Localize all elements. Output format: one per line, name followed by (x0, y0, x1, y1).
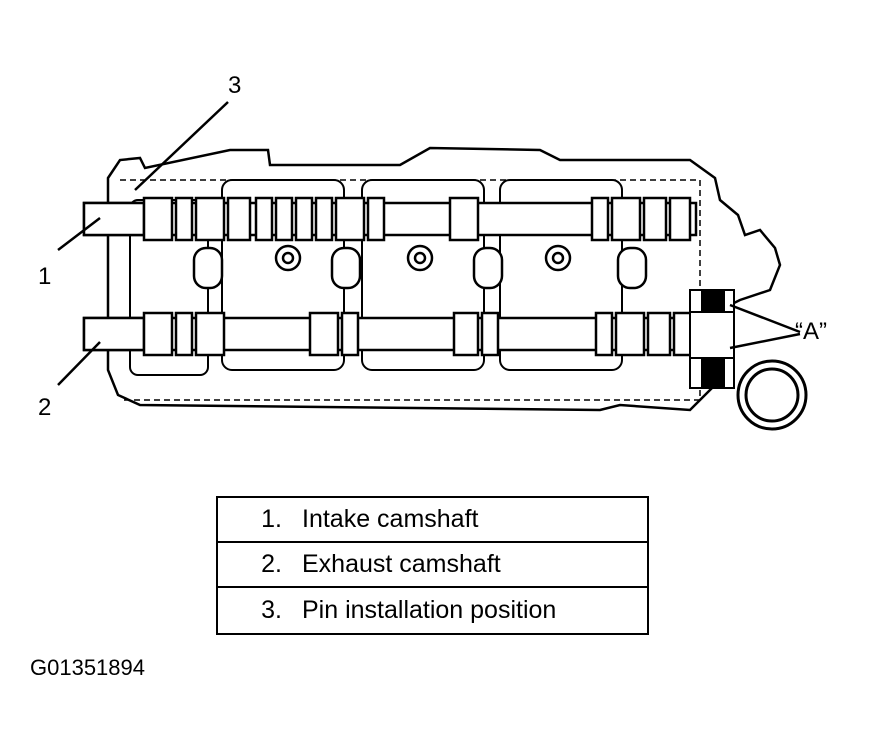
spark-plug-holes (274, 244, 572, 272)
valve-lifters (192, 246, 648, 290)
callout-a: “A” (795, 318, 827, 345)
legend-label: Exhaust camshaft (302, 550, 501, 578)
exhaust-camshaft (82, 311, 698, 357)
cylinder-head-outline (106, 146, 782, 412)
legend-row: 3. Pin installation position (218, 588, 647, 633)
legend-table: 1. Intake camshaft 2. Exhaust camshaft 3… (216, 496, 649, 635)
intake-camshaft (82, 196, 698, 242)
legend-number: 3. (261, 596, 282, 624)
callout-1: 1 (38, 263, 52, 290)
callout-2: 2 (38, 394, 52, 421)
cylinder-head-diagram: 3 1 2 “A” (38, 72, 827, 431)
camshaft-sprocket (736, 359, 808, 431)
legend-label: Pin installation position (302, 596, 557, 624)
legend-row: 1. Intake camshaft (218, 498, 647, 543)
legend-number: 1. (261, 505, 282, 533)
legend-row: 2. Exhaust camshaft (218, 543, 647, 588)
callout-3: 3 (228, 72, 242, 99)
camshaft-illustration (57, 101, 808, 431)
legend-number: 2. (261, 550, 282, 578)
legend-label: Intake camshaft (302, 505, 479, 533)
figure-id: G01351894 (30, 655, 145, 680)
leader-lines (57, 101, 801, 386)
cam-end-marks (689, 289, 735, 389)
